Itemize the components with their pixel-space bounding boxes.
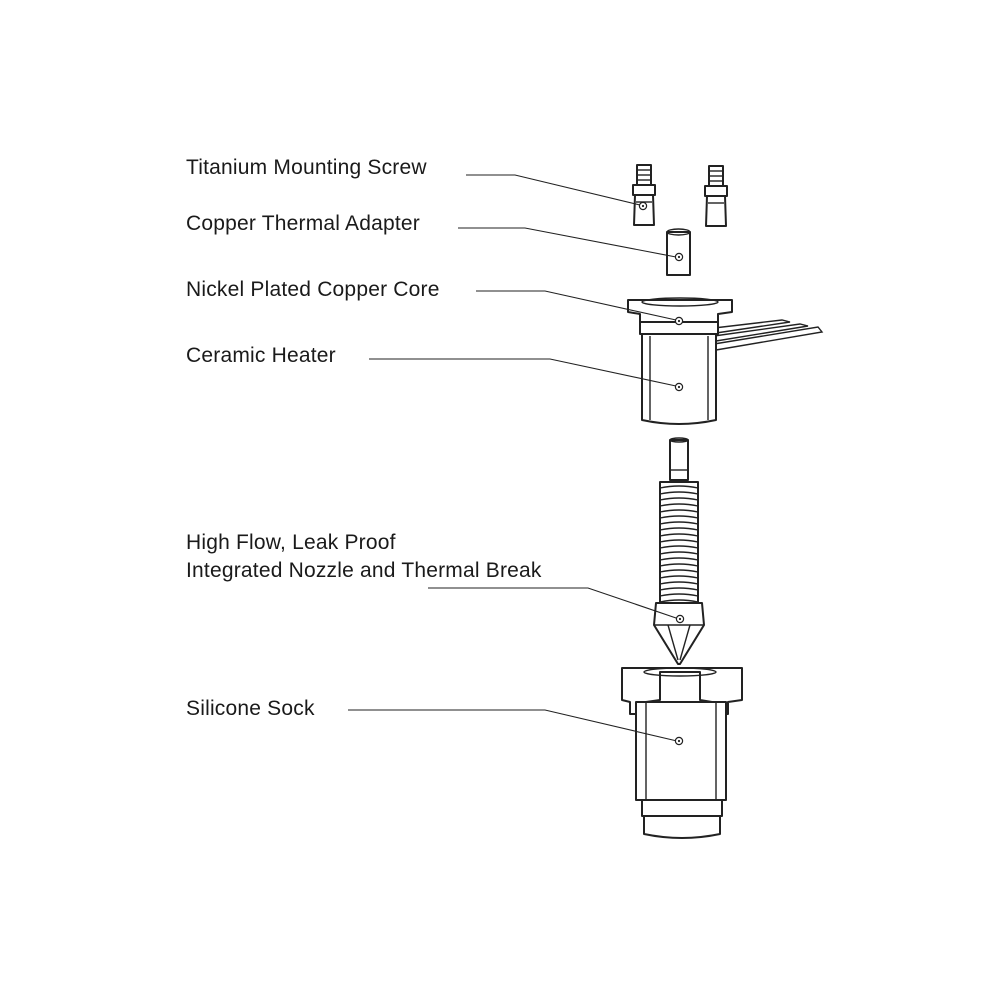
ceramic-heater-body xyxy=(641,333,717,425)
marker-dots xyxy=(638,201,685,746)
thread-line xyxy=(659,575,699,579)
thread-line xyxy=(659,515,699,519)
label-nickel-plated-copper-core: Nickel Plated Copper Core xyxy=(186,278,440,301)
thread-line xyxy=(659,503,699,507)
nickel-plated-copper-core xyxy=(627,297,733,335)
thread-line xyxy=(659,593,699,597)
label-copper-thermal-adapter: Copper Thermal Adapter xyxy=(186,212,420,235)
mounting-screw-right xyxy=(704,165,728,227)
thread-line xyxy=(659,509,699,513)
thread-line xyxy=(659,569,699,573)
thread-line xyxy=(659,557,699,561)
thread-line xyxy=(659,551,699,555)
label-nozzle-line-1: High Flow, Leak Proof xyxy=(186,531,396,554)
thread-line xyxy=(659,491,699,495)
label-silicone-sock: Silicone Sock xyxy=(186,697,315,720)
leader-lines xyxy=(348,174,680,742)
thread-line xyxy=(659,599,699,603)
thread-line xyxy=(659,521,699,525)
thread-line xyxy=(659,485,699,489)
mounting-screw-left xyxy=(632,164,656,226)
thread-line xyxy=(659,581,699,585)
label-ceramic-heater: Ceramic Heater xyxy=(186,344,336,367)
thread-line xyxy=(659,533,699,537)
label-nozzle-line-2: Integrated Nozzle and Thermal Break xyxy=(186,559,542,582)
thread-line xyxy=(659,545,699,549)
heater-wires xyxy=(713,319,824,351)
thread-line xyxy=(659,539,699,543)
thread-line xyxy=(659,527,699,531)
thread-line xyxy=(659,497,699,501)
label-titanium-mounting-screw: Titanium Mounting Screw xyxy=(186,156,427,179)
thread-line xyxy=(659,587,699,591)
silicone-sock xyxy=(621,667,743,839)
copper-thermal-adapter xyxy=(666,228,691,276)
integrated-nozzle-thermal-break xyxy=(653,437,705,665)
thread-line xyxy=(659,563,699,567)
